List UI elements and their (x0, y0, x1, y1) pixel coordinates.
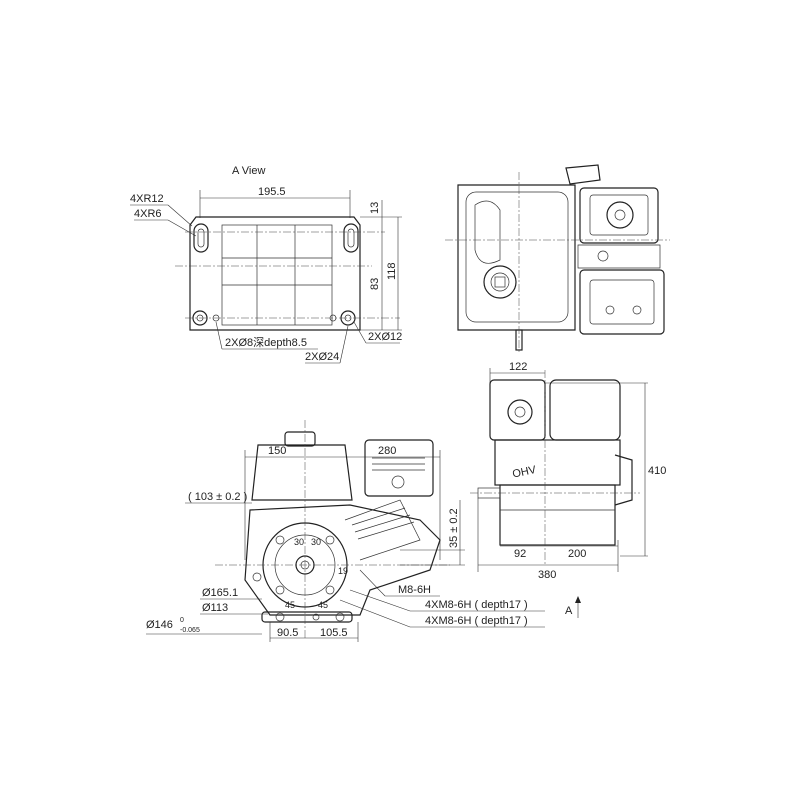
thread-4xm8-b: 4XM8-6H ( depth17 ) (425, 615, 528, 627)
dim-105-5: 105.5 (320, 627, 348, 639)
top-view-engine (445, 164, 670, 352)
dia-165-1: Ø165.1 (202, 587, 238, 599)
dia-146: Ø146 (146, 619, 173, 631)
side-view-engine: 122 410 OHV 92 200 380 (470, 361, 666, 581)
angle-45-right: 45 (318, 600, 328, 610)
dim-150: 150 (268, 445, 286, 457)
dim-83: 83 (369, 278, 381, 290)
dim-118: 118 (386, 262, 398, 280)
label-4xr12: 4XR12 (130, 193, 164, 205)
label-2x-d12: 2XØ12 (368, 331, 402, 343)
ohv-mark: OHV (511, 464, 537, 481)
dim-92: 92 (514, 548, 526, 560)
a-view-title: A View (232, 165, 265, 177)
dim-122: 122 (509, 361, 527, 373)
dim-19: 19 (338, 566, 348, 576)
dim-90-5: 90.5 (277, 627, 298, 639)
thread-m8: M8-6H (398, 584, 431, 596)
label-2x-d8-depth: 2XØ8深depth8.5 (225, 336, 307, 349)
dim-103: ( 103 ± 0.2 ) (188, 491, 247, 503)
dia-113: Ø113 (202, 602, 228, 614)
thread-4xm8-a: 4XM8-6H ( depth17 ) (425, 599, 528, 611)
angle-30-left: 30 (294, 537, 304, 547)
dim-410: 410 (648, 465, 666, 477)
dim-380: 380 (538, 569, 556, 581)
dim-195-5: 195.5 (258, 186, 286, 198)
angle-45-left: 45 (285, 600, 295, 610)
a-view-base-plate: A View 195.5 4XR12 4XR6 13 83 118 2XØ8深d… (130, 165, 402, 364)
view-a-arrow: A (565, 596, 581, 618)
front-view-engine: 150 280 ( 103 ± 0.2 ) 35 ± 0.2 30 (146, 420, 545, 642)
label-2x-d24: 2XØ24 (305, 351, 339, 363)
dia-146-tol-lower: -0.065 (180, 627, 200, 634)
view-a-label: A (565, 605, 573, 617)
angle-30-right: 30 (311, 537, 321, 547)
dim-280: 280 (378, 445, 396, 457)
label-4xr6: 4XR6 (134, 208, 162, 220)
dim-200: 200 (568, 548, 586, 560)
dim-35: 35 ± 0.2 (448, 508, 460, 548)
dia-146-tol-upper: 0 (180, 617, 184, 624)
dim-13: 13 (369, 202, 381, 214)
